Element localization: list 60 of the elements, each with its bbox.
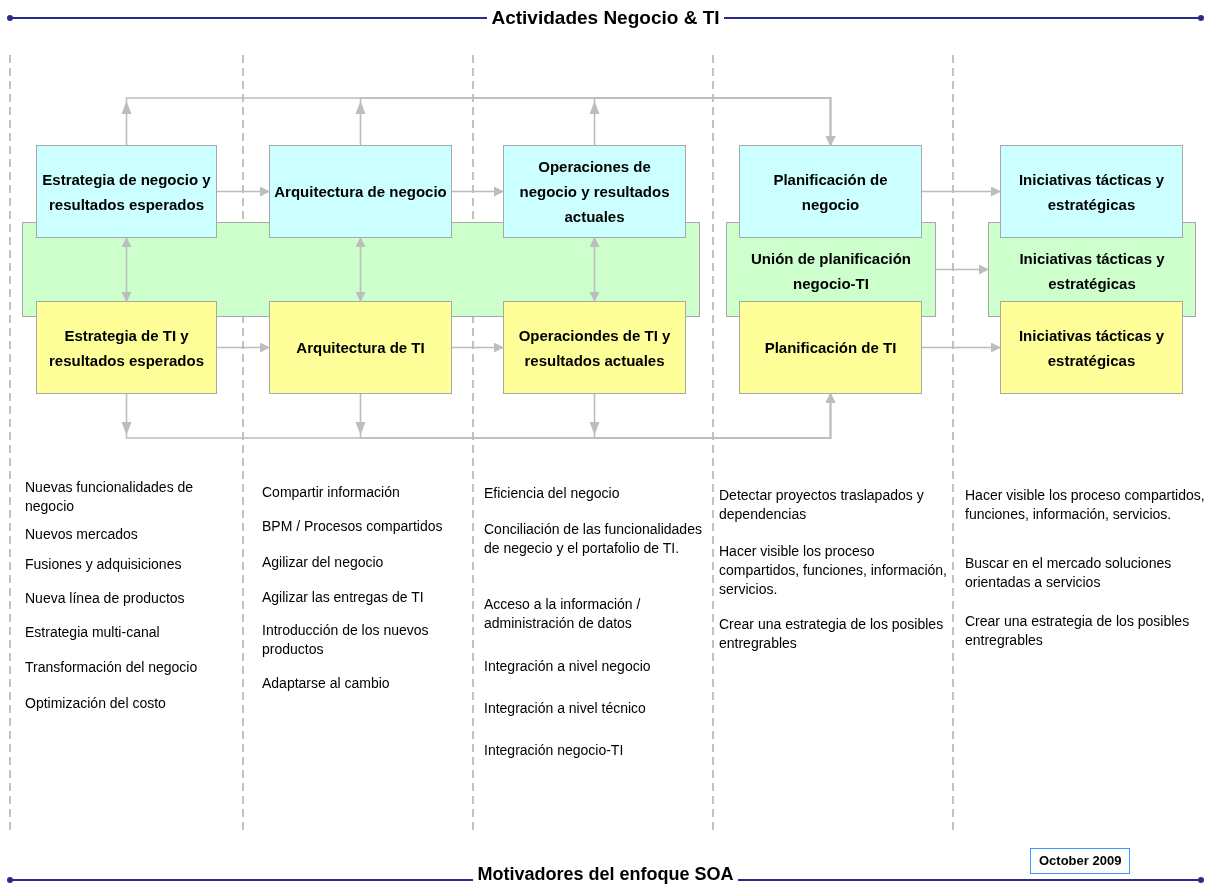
- arrow: [935, 264, 989, 275]
- box-label: Planificación de TI: [764, 338, 897, 358]
- arrow: [921, 342, 1001, 353]
- list-item: Buscar en el mercado soluciones orientadas a servicios: [965, 554, 1173, 592]
- list-item: Nuevos mercados: [25, 525, 139, 544]
- list-item: Introducción de los nuevos productos: [262, 621, 430, 659]
- list-item: Integración a nivel negocio: [484, 657, 652, 676]
- arrow: [355, 237, 366, 302]
- list-item: Conciliación de las funcionalidades de negecio y el portafolio de TI.: [484, 520, 703, 558]
- arrow: [451, 186, 504, 197]
- process-box: [503, 301, 686, 394]
- list-item: Acceso a la información / administración de datos: [484, 595, 642, 633]
- box-label: Iniciativas tácticas y estratégicas: [1018, 248, 1166, 294]
- list-item: Agilizar del negocio: [262, 553, 385, 572]
- list-item: Estrategia multi-canal: [25, 623, 161, 642]
- list-item: Adaptarse al cambio: [262, 674, 391, 693]
- list-item: Hacer visible los proceso compartidos, funciones, información, servicios.: [719, 542, 947, 599]
- source-note: October 2009: [1030, 848, 1131, 874]
- box-label: Arquitectura de negocio: [274, 182, 447, 202]
- process-box: [269, 145, 452, 238]
- process-box: [1000, 145, 1183, 238]
- list-item: BPM / Procesos compartidos: [262, 517, 444, 536]
- box-label: Planificación de negocio: [772, 169, 889, 215]
- list-item: Eficiencia del negocio: [484, 484, 621, 503]
- process-box: [503, 145, 686, 238]
- box-label: Operaciondes de TI y resultados actuales: [517, 325, 672, 371]
- list-item: Integración negocio-TI: [484, 741, 625, 760]
- process-box: [36, 301, 217, 394]
- list-item: Crear una estrategia de los posibles entregrables: [719, 615, 945, 653]
- process-box: [269, 301, 452, 394]
- process-box: [739, 301, 922, 394]
- arrow: [589, 393, 836, 439]
- process-box: [739, 145, 922, 238]
- box-label: Iniciativas tácticas y estratégicas: [1017, 325, 1166, 371]
- arrow: [121, 237, 132, 302]
- list-item: Optimización del costo: [25, 694, 167, 713]
- list-item: Fusiones y adquisiciones: [25, 555, 183, 574]
- arrow: [589, 237, 600, 302]
- arrow: [451, 342, 504, 353]
- box-label: Iniciativas tácticas y estratégicas: [1017, 169, 1166, 215]
- list-item: Crear una estrategia de los posibles entregrables: [965, 612, 1191, 650]
- box-label: Estrategia de TI y resultados esperados: [47, 325, 206, 371]
- box-label: Unión de planificación negocio-TI: [750, 248, 912, 294]
- list-item: Nuevas funcionalidades de negocio: [25, 478, 195, 516]
- list-item: Compartir información: [262, 483, 401, 502]
- arrow: [216, 342, 270, 353]
- list-item: Hacer visible los proceso compartidos, funciones, información, servicios.: [965, 486, 1205, 524]
- box-label: Operaciones de negocio y resultados actuales: [518, 157, 671, 227]
- list-item: Transformación del negocio: [25, 658, 199, 677]
- process-box: [1000, 301, 1183, 394]
- list-item: Nueva línea de productos: [25, 589, 186, 608]
- list-item: Detectar proyectos traslapados y dependencias: [719, 486, 925, 524]
- box-label: Arquitectura de TI: [296, 338, 425, 358]
- box-label: Estrategia de negocio y resultados esperados: [41, 169, 212, 215]
- arrow: [921, 186, 1001, 197]
- arrow: [589, 97, 836, 146]
- arrow: [216, 186, 270, 197]
- list-item: Integración a nivel técnico: [484, 699, 647, 718]
- list-item: Agilizar las entregas de TI: [262, 588, 425, 607]
- process-box: [36, 145, 217, 238]
